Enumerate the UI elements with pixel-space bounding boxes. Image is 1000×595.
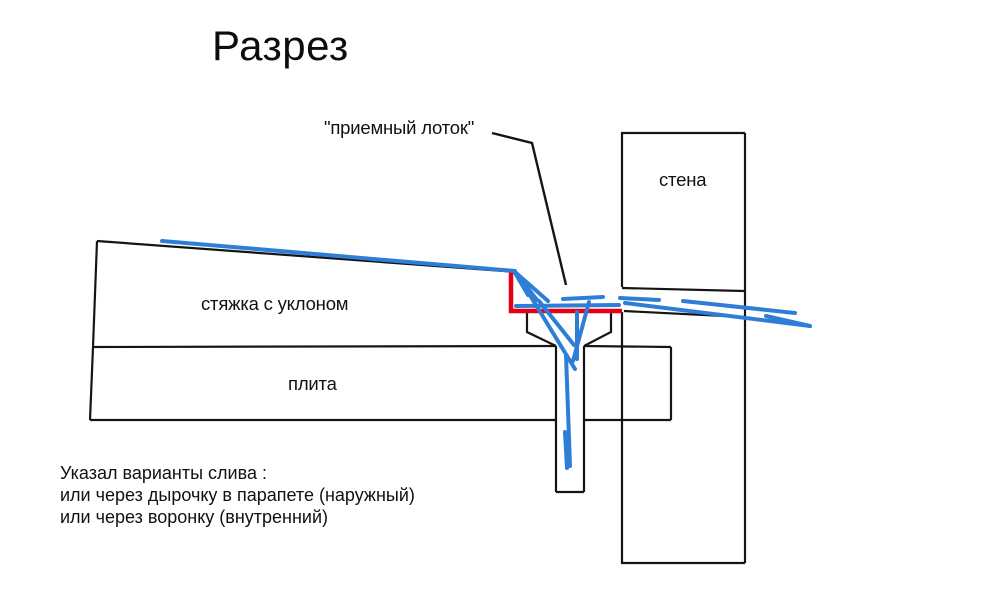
- screed-label: стяжка с уклоном: [201, 293, 349, 314]
- drain-options-note: Указал варианты слива : или через дырочк…: [60, 462, 415, 528]
- water-external-arrow-barb: [764, 314, 812, 328]
- note-line-2: или через дырочку в парапете (наружный): [60, 485, 415, 505]
- tray-label: "приемный лоток": [324, 117, 475, 138]
- note-line-3: или через воронку (внутренний): [60, 507, 329, 527]
- water-external-arrow-shaft: [623, 301, 812, 328]
- water-pipe-line: [564, 353, 572, 468]
- water-slope-line: [160, 239, 517, 273]
- pipe-outline: [554, 346, 586, 494]
- drawing-title: Разрез: [212, 22, 349, 69]
- water-tray-line: [514, 303, 621, 308]
- tray-leader-line: [491, 131, 568, 286]
- wall-label: стена: [659, 169, 707, 190]
- slab-outline: [88, 344, 673, 422]
- slab-label: плита: [288, 373, 337, 394]
- wall-outline: [620, 131, 747, 565]
- note-line-1: Указал варианты слива :: [60, 463, 267, 483]
- funnel-outline: [525, 313, 613, 347]
- water-flow-lines: [160, 239, 812, 470]
